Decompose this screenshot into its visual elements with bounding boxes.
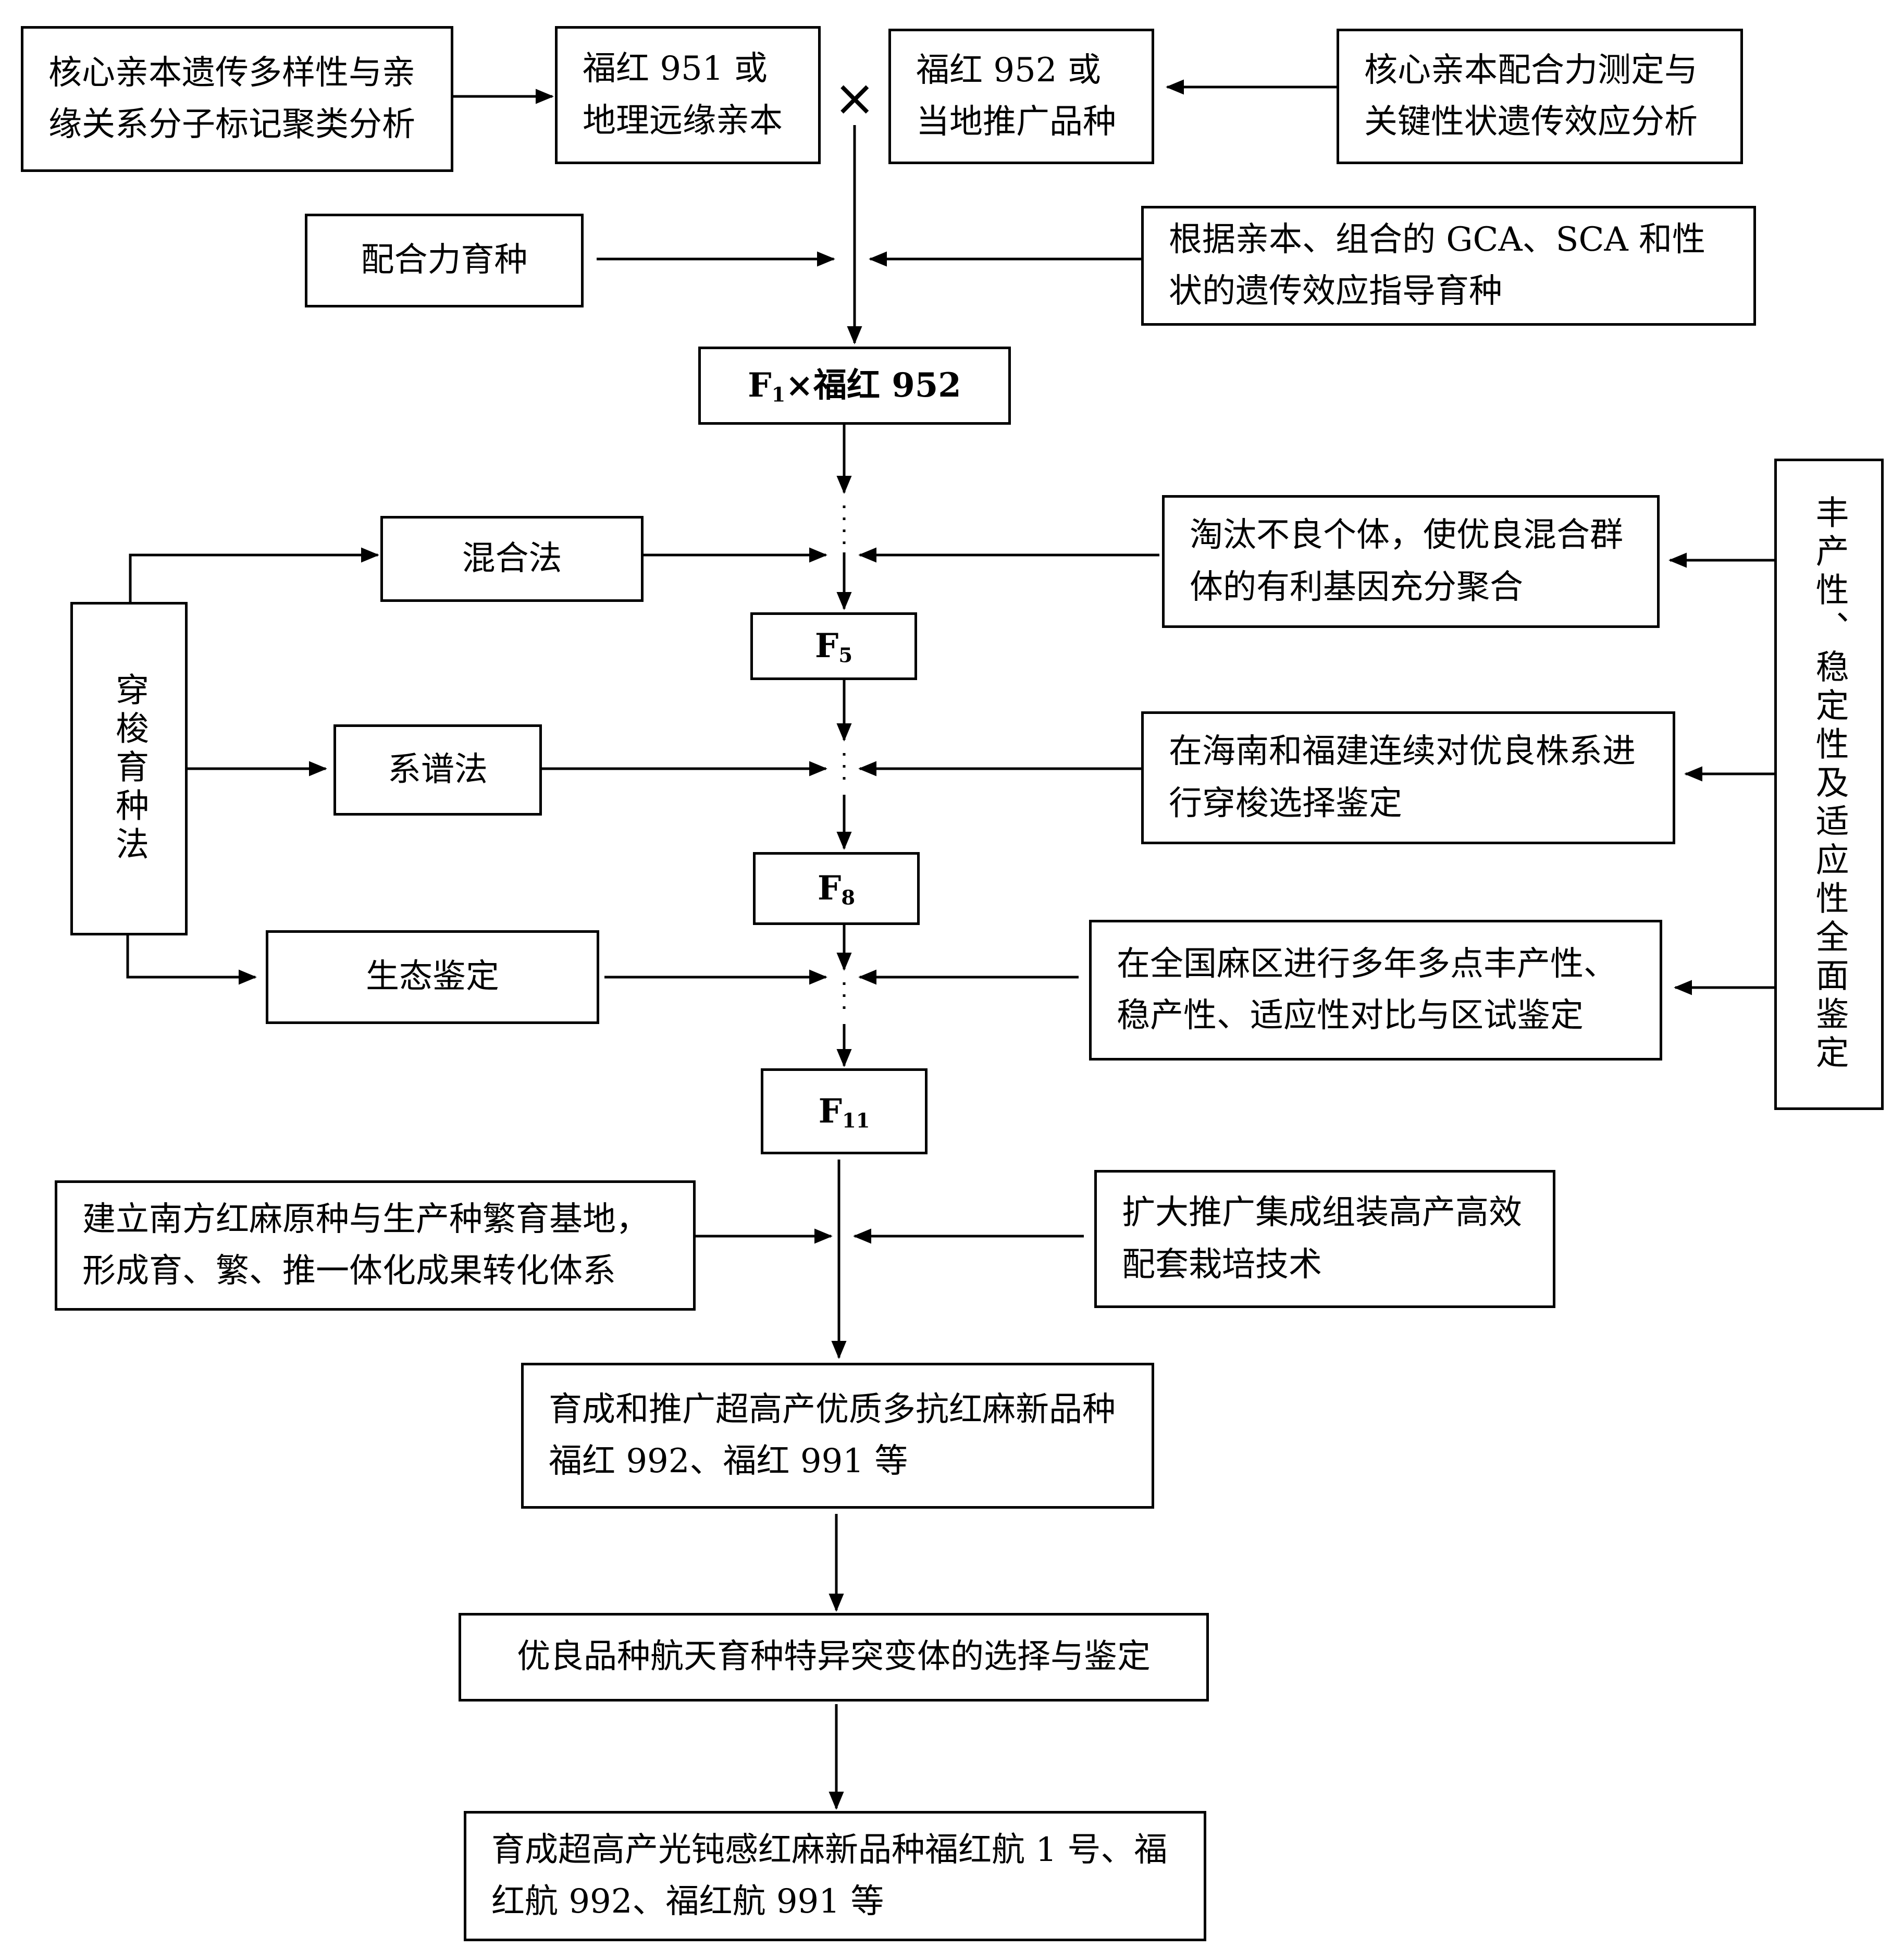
national-trials-text: 在全国麻区进行多年多点丰产性、稳产性、适应性对比与区试鉴定 xyxy=(1117,944,1617,1035)
gca-sca-guidance-box: 根据亲本、组合的 GCA、SCA 和性状的遗传效应指导育种 xyxy=(1141,206,1756,326)
final-varieties-box: 育成超高产光钝感红麻新品种福红航 1 号、福红航 992、福红航 991 等 xyxy=(464,1811,1206,1941)
f8-text: F8 xyxy=(756,862,917,914)
arrow-shuttle-to-mixed xyxy=(129,547,379,602)
space-mutants-text: 优良品种航天育种特异突变体的选择与鉴定 xyxy=(517,1637,1151,1676)
f1-letter: F xyxy=(748,366,772,405)
combining-breeding-box: 配合力育种 xyxy=(305,214,584,307)
f1-backcross-text: F1×福红 952 xyxy=(701,360,1008,411)
eco-identification-box: 生态鉴定 xyxy=(266,930,599,1024)
pedigree-method-box: 系谱法 xyxy=(333,724,542,816)
f5-text: F5 xyxy=(753,620,914,672)
f11-subscript: 11 xyxy=(842,1109,870,1133)
space-mutants-box: 优良品种航天育种特异突变体的选择与鉴定 xyxy=(459,1613,1209,1702)
new-varieties-box: 育成和推广超高产优质多抗红麻新品种福红 992、福红 991 等 xyxy=(521,1363,1154,1509)
f11-letter: F xyxy=(818,1091,842,1131)
parent-fuhong952-text: 福红 952 或当地推广品种 xyxy=(916,51,1116,141)
f1-backcross-box: F1×福红 952 xyxy=(698,347,1011,425)
comprehensive-identification-text: 丰产性、稳定性及适应性全面鉴定 xyxy=(1810,495,1849,1074)
shuttle-breeding-box: 穿梭育种法 xyxy=(70,602,188,935)
mixed-method-box: 混合法 xyxy=(380,516,644,602)
national-trials-box: 在全国麻区进行多年多点丰产性、稳产性、适应性对比与区试鉴定 xyxy=(1089,920,1662,1061)
gca-sca-guidance-text: 根据亲本、组合的 GCA、SCA 和性状的遗传效应指导育种 xyxy=(1169,220,1706,311)
f5-letter: F xyxy=(814,626,839,666)
f5-box: F5 xyxy=(750,612,917,680)
arrow-shuttle-to-eco xyxy=(126,935,257,985)
new-varieties-text: 育成和推广超高产优质多抗红麻新品种福红 992、福红 991 等 xyxy=(549,1390,1116,1481)
combining-analysis-box: 核心亲本配合力测定与关键性状遗传效应分析 xyxy=(1337,29,1743,164)
parent-fuhong952-box: 福红 952 或当地推广品种 xyxy=(888,29,1154,164)
cross-symbol: × xyxy=(834,69,876,127)
f1-cross-parent: ×福红 952 xyxy=(785,366,961,405)
parent-fuhong951-box: 福红 951 或地理远缘亲本 xyxy=(555,26,821,164)
mixed-method-text: 混合法 xyxy=(462,539,562,578)
combining-breeding-text: 配合力育种 xyxy=(361,241,528,280)
hainan-fujian-box: 在海南和福建连续对优良株系进行穿梭选择鉴定 xyxy=(1141,711,1675,844)
eliminate-individuals-box: 淘汰不良个体，使优良混合群体的有利基因充分聚合 xyxy=(1162,495,1660,628)
f8-letter: F xyxy=(817,869,842,908)
comprehensive-identification-box: 丰产性、稳定性及适应性全面鉴定 xyxy=(1774,459,1884,1110)
promote-techniques-text: 扩大推广集成组装高产高效配套栽培技术 xyxy=(1122,1193,1522,1284)
f11-box: F11 xyxy=(761,1068,928,1154)
core-diversity-box: 核心亲本遗传多样性与亲缘关系分子标记聚类分析 xyxy=(21,26,453,172)
pedigree-method-text: 系谱法 xyxy=(388,750,488,789)
seed-base-text: 建立南方红麻原种与生产种繁育基地，形成育、繁、推一体化成果转化体系 xyxy=(82,1200,649,1290)
final-varieties-text: 育成超高产光钝感红麻新品种福红航 1 号、福红航 992、福红航 991 等 xyxy=(491,1830,1168,1921)
f8-subscript: 8 xyxy=(841,886,856,910)
seed-base-box: 建立南方红麻原种与生产种繁育基地，形成育、繁、推一体化成果转化体系 xyxy=(55,1180,696,1311)
f11-text: F11 xyxy=(763,1086,925,1137)
f8-box: F8 xyxy=(753,852,920,925)
promote-techniques-box: 扩大推广集成组装高产高效配套栽培技术 xyxy=(1094,1170,1555,1308)
f1-subscript: 1 xyxy=(771,384,786,407)
combining-analysis-text: 核心亲本配合力测定与关键性状遗传效应分析 xyxy=(1364,51,1698,141)
eco-identification-text: 生态鉴定 xyxy=(366,957,499,996)
parent-fuhong951-text: 福红 951 或地理远缘亲本 xyxy=(583,50,783,140)
eliminate-individuals-text: 淘汰不良个体，使优良混合群体的有利基因充分聚合 xyxy=(1190,516,1623,607)
hainan-fujian-text: 在海南和福建连续对优良株系进行穿梭选择鉴定 xyxy=(1169,732,1636,823)
f5-subscript: 5 xyxy=(838,644,853,668)
core-diversity-text: 核心亲本遗传多样性与亲缘关系分子标记聚类分析 xyxy=(48,53,415,144)
shuttle-breeding-text: 穿梭育种法 xyxy=(110,672,149,865)
